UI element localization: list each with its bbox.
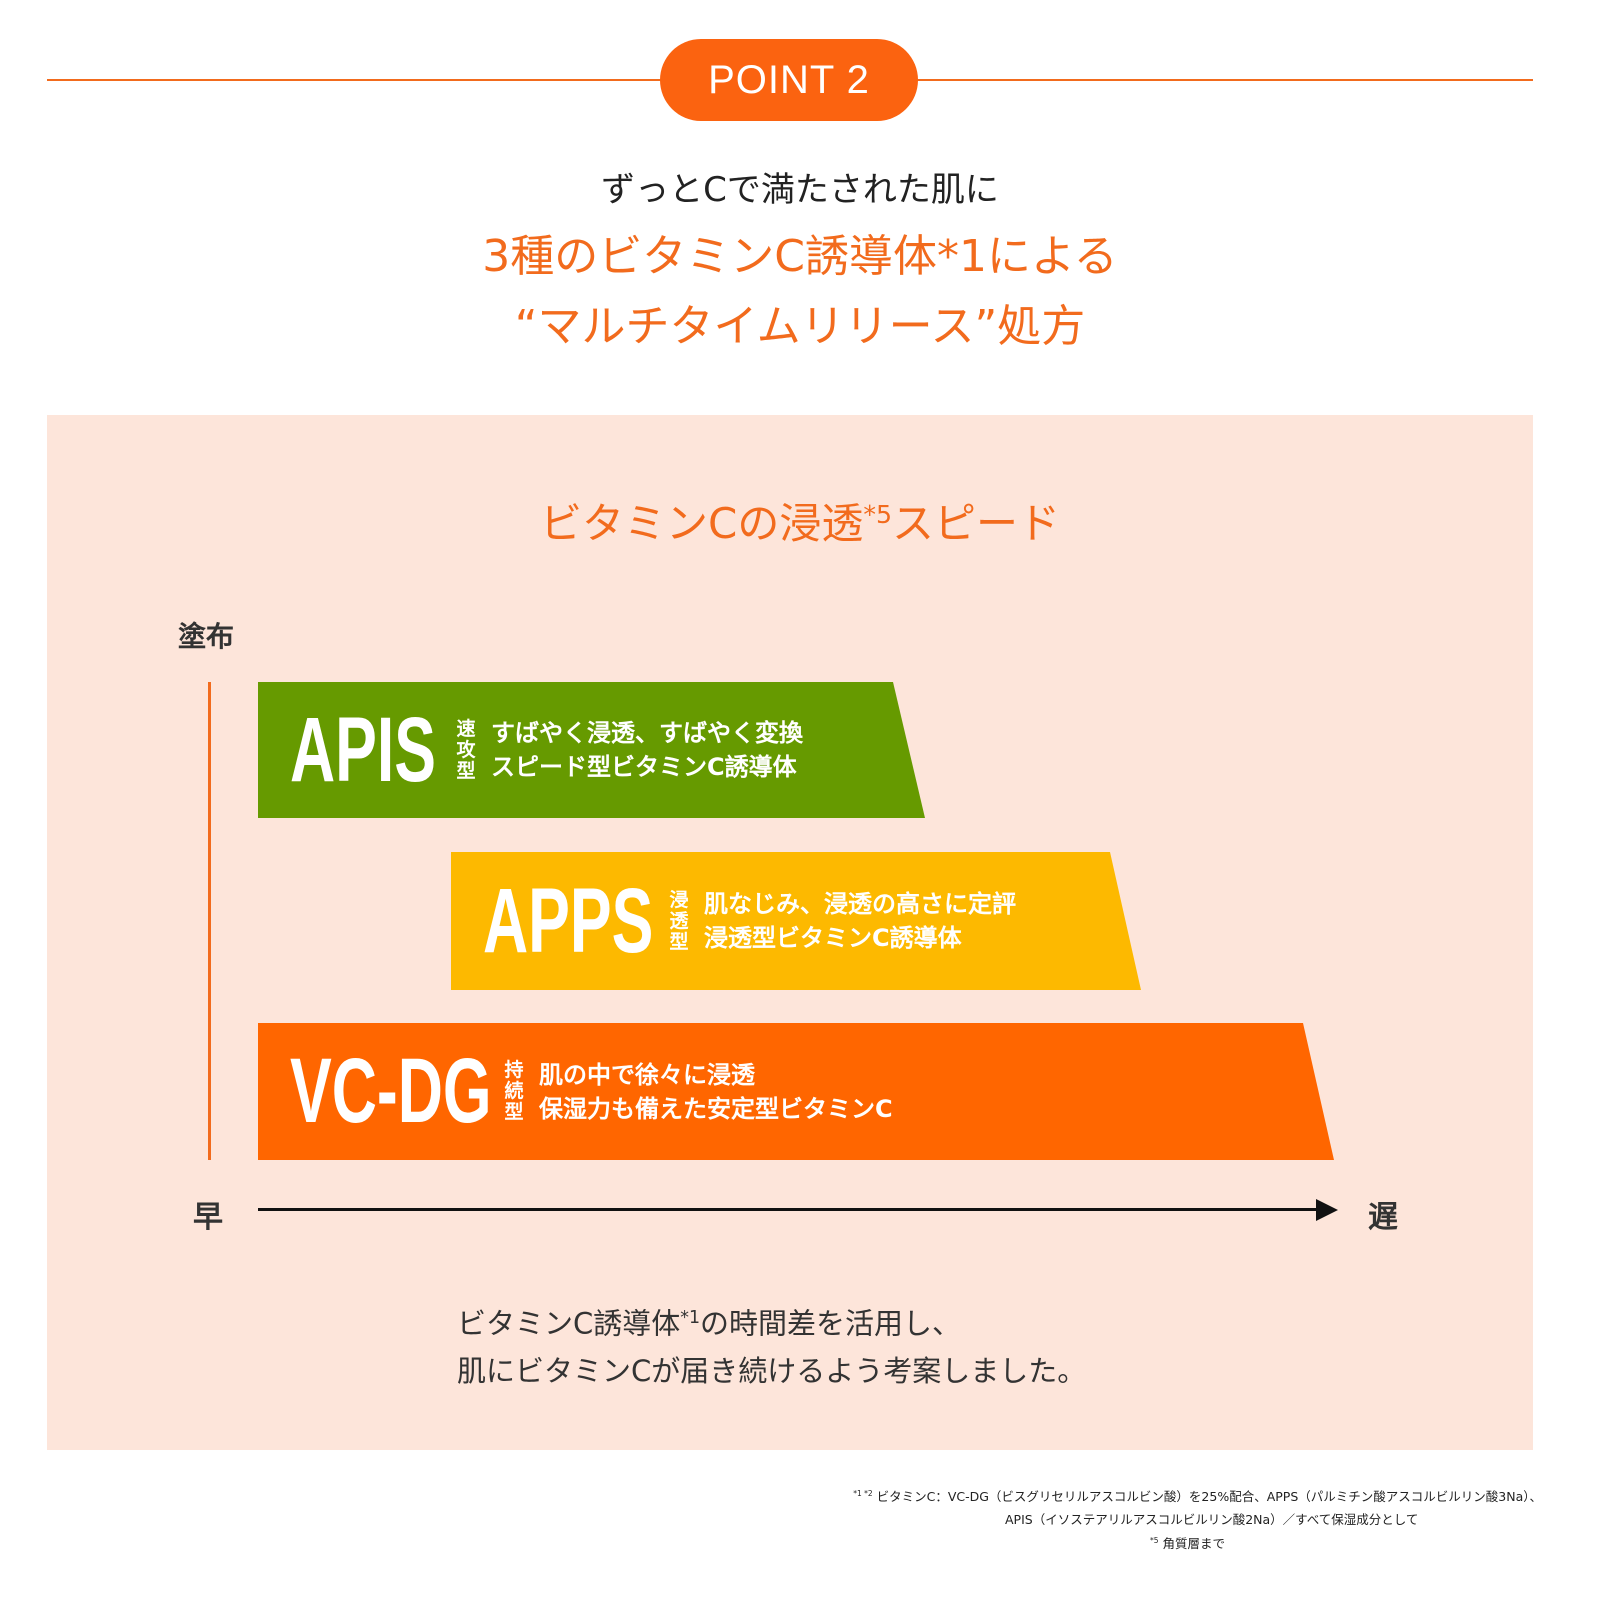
bar-type: 浸透型 <box>669 888 689 953</box>
caption-1-sup: *1 <box>680 1308 701 1328</box>
bar-name: APIS <box>290 698 437 801</box>
bar-desc: すばやく浸透、すばやく変換スピード型ビタミンC誘導体 <box>491 716 803 784</box>
caption-line2: 肌にビタミンCが届き続けるよう考案しました。 <box>457 1353 1087 1388</box>
footnote-2: APIS（イソステアリルアスコルビルリン酸2Na）／すべて保湿成分として <box>1005 1512 1419 1527</box>
caption-line1: ビタミンC誘導体*1の時間差を活用し、 <box>457 1295 1086 1348</box>
bar-apps: APPS 浸透型 肌なじみ、浸透の高さに定評浸透型ビタミンC誘導体 <box>451 852 1141 990</box>
bar-desc: 肌なじみ、浸透の高さに定評浸透型ビタミンC誘導体 <box>704 887 1016 955</box>
bar-desc-1: すばやく浸透、すばやく変換 <box>491 719 803 747</box>
caption-1b: の時間差を活用し、 <box>700 1306 962 1341</box>
bar-apis: APIS 速攻型 すばやく浸透、すばやく変換スピード型ビタミンC誘導体 <box>258 682 925 818</box>
panel-title-rest: スピード <box>891 499 1060 548</box>
y-axis-label: 塗布 <box>178 620 235 653</box>
bar-desc-2: スピード型ビタミンC誘導体 <box>491 753 797 781</box>
bar-name: VC-DG <box>290 1040 492 1142</box>
x-axis-end-label: 遅 <box>1368 1200 1398 1235</box>
footnote-3: *5 角質層まで <box>1150 1533 1225 1552</box>
footnote-3-text: 角質層まで <box>1158 1536 1226 1551</box>
caption: ビタミンC誘導体*1の時間差を活用し、 肌にビタミンCが届き続けるよう考案しまし… <box>457 1295 1086 1395</box>
panel-title-sup: *5 <box>863 500 892 529</box>
x-axis-start-label: 早 <box>193 1200 223 1235</box>
divider-right <box>916 79 1533 81</box>
bar-desc: 肌の中で徐々に浸透保湿力も備えた安定型ビタミンC <box>539 1058 893 1126</box>
bar-vcdg: VC-DG 持続型 肌の中で徐々に浸透保湿力も備えた安定型ビタミンC <box>258 1023 1334 1160</box>
bar-desc-1: 肌なじみ、浸透の高さに定評 <box>704 890 1016 918</box>
divider-left <box>47 79 662 81</box>
heading-line3: “マルチタイムリリース”処方 <box>514 301 1086 352</box>
y-axis-line <box>208 682 211 1160</box>
x-axis-line <box>258 1208 1320 1211</box>
caption-1a: ビタミンC誘導体 <box>457 1306 681 1341</box>
bar-desc-2: 保湿力も備えた安定型ビタミンC <box>539 1094 893 1123</box>
bar-type: 持続型 <box>504 1059 524 1123</box>
panel-title-text: ビタミンCの浸透 <box>540 499 864 548</box>
footnote-1: *1 *2 ビタミンC：VC-DG（ビスグリセリルアスコルビン酸）を25%配合、… <box>853 1486 1542 1505</box>
arrow-head-icon <box>1316 1199 1338 1221</box>
heading-line2: 3種のビタミンC誘導体*1による <box>482 231 1118 282</box>
footnote-1-sup: *1 *2 <box>853 1488 873 1498</box>
bar-name: APPS <box>483 869 654 972</box>
panel-title: ビタミンCの浸透*5スピード <box>0 490 1600 551</box>
heading-line1: ずっとCで満たされた肌に <box>601 170 999 210</box>
point-badge: POINT 2 <box>660 39 918 121</box>
footnote-3-sup: *5 <box>1150 1535 1159 1545</box>
bar-type: 速攻型 <box>456 717 476 782</box>
bar-desc-1: 肌の中で徐々に浸透 <box>539 1060 755 1089</box>
footnote-1-text: ビタミンC：VC-DG（ビスグリセリルアスコルビン酸）を25%配合、APPS（パ… <box>872 1489 1542 1504</box>
bar-desc-2: 浸透型ビタミンC誘導体 <box>704 924 962 952</box>
